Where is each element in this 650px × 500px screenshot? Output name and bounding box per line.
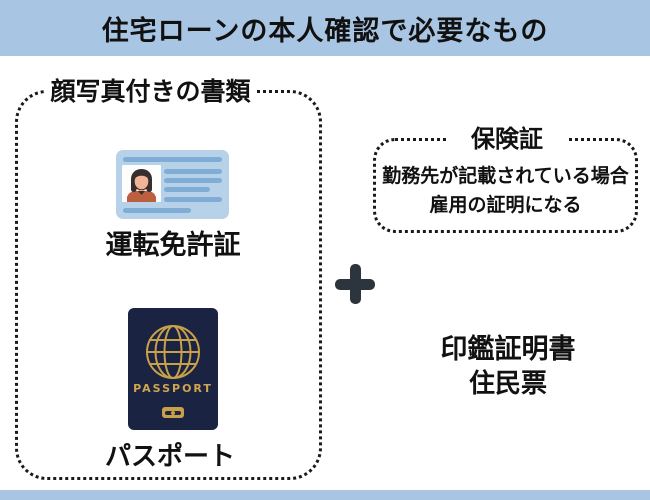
insurance-note: 勤務先が記載されている場合 雇用の証明になる <box>376 162 635 220</box>
insurance-note-line: 雇用の証明になる <box>429 194 582 216</box>
passport-chip-icon <box>162 407 184 418</box>
license-text-line <box>164 197 222 202</box>
photo-documents-box-label: 顔写真付きの書類 <box>44 76 257 108</box>
passport-cover-text: PASSPORT <box>133 382 213 395</box>
page-title: 住宅ローンの本人確認で必要なもの <box>101 15 549 47</box>
license-text-line <box>123 208 191 213</box>
plus-icon <box>335 264 375 304</box>
drivers-license-icon <box>116 150 229 219</box>
photo-documents-box: 顔写真付きの書類 運転免許証 <box>15 76 322 480</box>
residence-record-label: 住民票 <box>468 369 547 399</box>
drivers-license-label: 運転免許証 <box>105 230 241 261</box>
license-text-line <box>164 187 210 192</box>
insurance-box: 保険証 勤務先が記載されている場合 雇用の証明になる <box>373 124 638 233</box>
passport-label: パスポート <box>104 442 235 472</box>
other-documents: 印鑑証明書 住民票 <box>398 332 618 402</box>
globe-icon <box>146 325 200 379</box>
license-text-line <box>164 178 222 183</box>
passport-icon: PASSPORT <box>128 308 218 430</box>
license-text-line <box>164 169 222 174</box>
seal-certificate-label: 印鑑証明書 <box>440 334 576 365</box>
person-icon <box>127 169 156 202</box>
license-portrait <box>122 165 161 202</box>
license-text-line <box>123 157 222 162</box>
insurance-note-line: 勤務先が記載されている場合 <box>382 165 629 187</box>
insurance-box-label: 保険証 <box>446 124 568 154</box>
header-banner: 住宅ローンの本人確認で必要なもの <box>0 0 650 56</box>
footer-bar <box>0 490 650 500</box>
